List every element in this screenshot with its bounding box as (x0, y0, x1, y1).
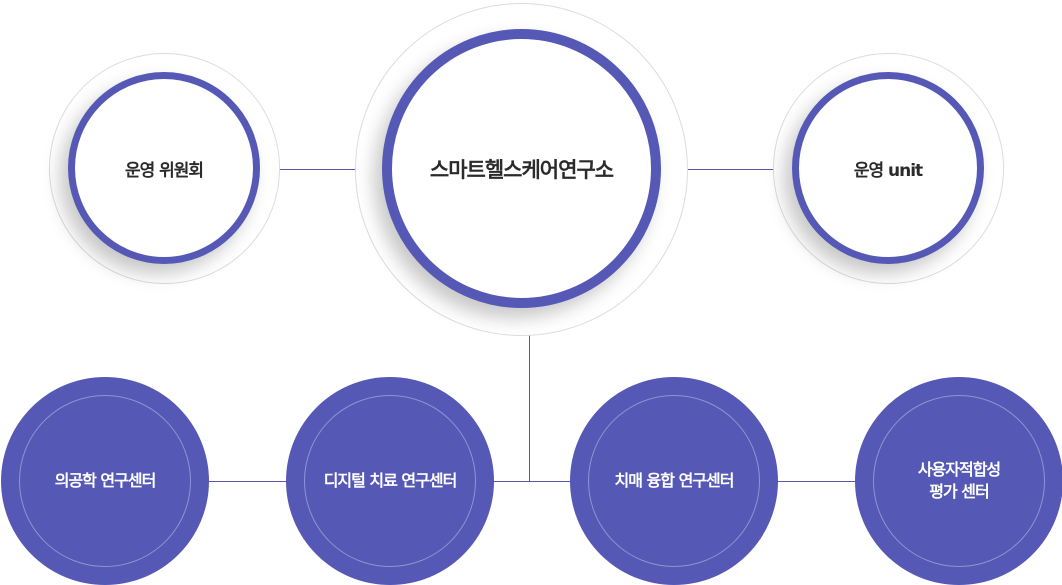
node-label: 운영 위원회 (124, 160, 204, 181)
inner-ring (304, 395, 476, 567)
inner-ring (873, 395, 1045, 567)
node-dementia-center[interactable]: 치매 융합 연구센터 (570, 377, 778, 585)
node-usability-center[interactable]: 사용자적합성 평가 센터 (855, 377, 1062, 585)
connector-right (658, 169, 794, 170)
node-biomedical-center[interactable]: 의공학 연구센터 (1, 377, 209, 585)
node-institute[interactable]: 스마트헬스케어연구소 (382, 29, 661, 308)
node-operating-committee[interactable]: 운영 위원회 (68, 72, 260, 264)
node-label: 사용자적합성 평가 센터 (917, 460, 1001, 501)
node-label: 디지털 치료 연구센터 (323, 471, 458, 490)
inner-ring (19, 395, 191, 567)
inner-ring (588, 395, 760, 567)
connector-left (259, 169, 384, 170)
node-label: 치매 융합 연구센터 (614, 471, 735, 490)
connector-vertical (529, 300, 530, 482)
node-digital-therapy-center[interactable]: 디지털 치료 연구센터 (286, 377, 494, 585)
connector-bottom (205, 481, 857, 482)
node-label: 스마트헬스케어연구소 (429, 157, 614, 182)
node-label: 의공학 연구센터 (54, 471, 157, 490)
node-operating-unit[interactable]: 운영 unit (792, 72, 984, 264)
node-label: 운영 unit (853, 160, 923, 181)
